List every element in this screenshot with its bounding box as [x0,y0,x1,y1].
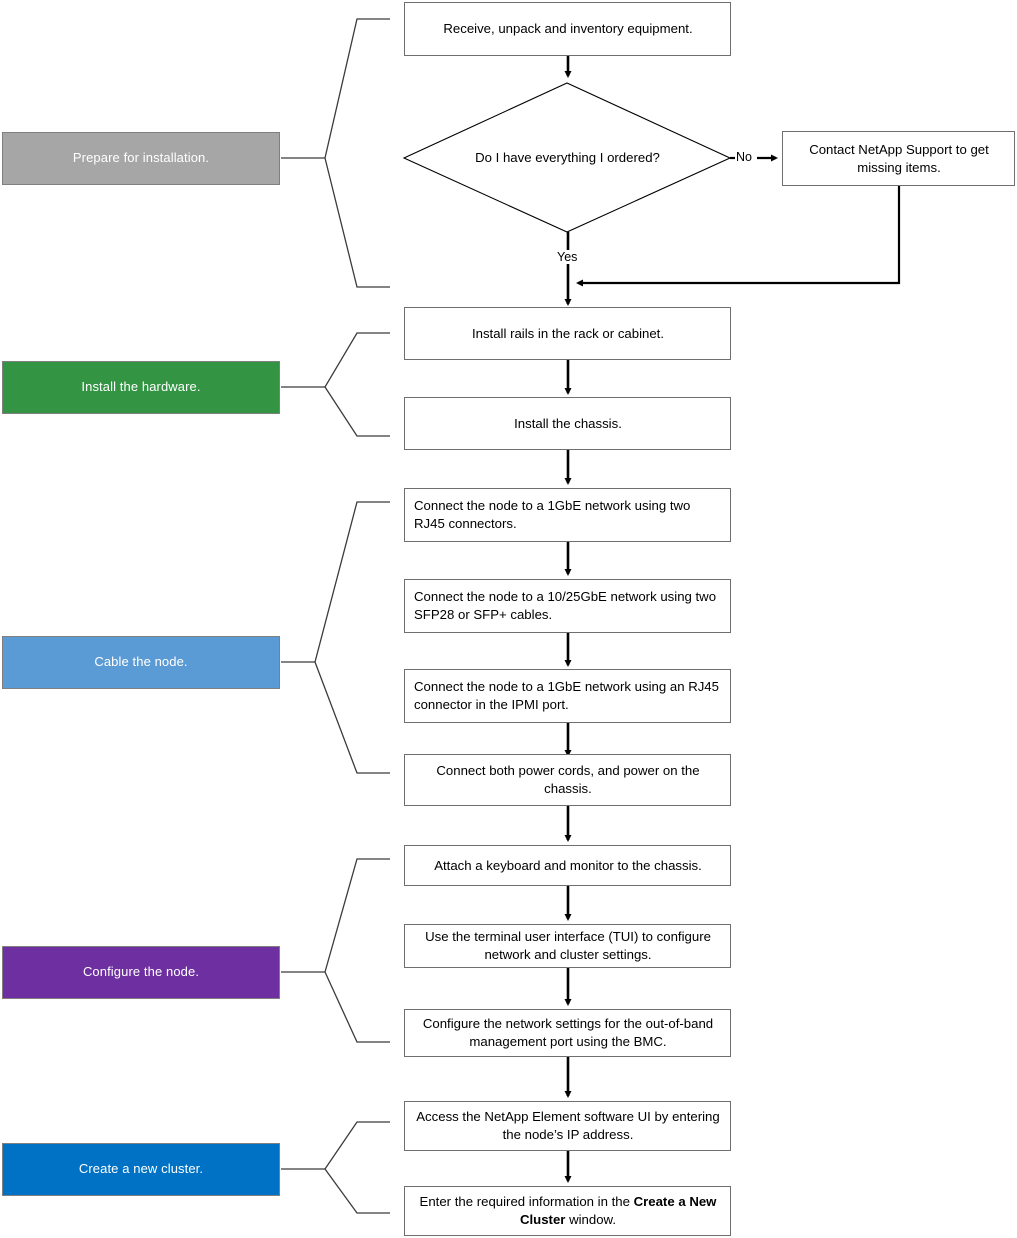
decision-do-i-have-everything[interactable]: Do I have everything I ordered? [404,83,731,232]
stage-configure-the-node[interactable]: Configure the node. [2,946,280,999]
step-receive-unpack-inventory[interactable]: Receive, unpack and inventory equipment. [404,2,731,56]
step-label: Install the chassis. [514,415,622,431]
step-label: Install rails in the rack or cabinet. [471,325,665,341]
stage-create-a-new-cluster[interactable]: Create a new cluster. [2,1143,280,1196]
bracket-install [281,332,390,437]
stage-label: Configure the node. [82,964,200,980]
step-label: Configure the network settings for the o… [422,1016,714,1049]
stage-label: Create a new cluster. [78,1161,204,1177]
step-label: Connect the node to a 1GbE network using… [414,498,691,531]
step-attach-keyboard-monitor[interactable]: Attach a keyboard and monitor to the cha… [404,845,731,886]
stage-label: Cable the node. [94,654,188,670]
step-label: Access the NetApp Element software UI by… [416,1109,720,1142]
edge-label-yes-text: Yes [557,250,578,264]
stage-install-the-hardware[interactable]: Install the hardware. [2,361,280,414]
edge-label-no-text: No [736,150,752,164]
step-label-bold: Create a New Cluster [519,1194,717,1227]
decision-label: Do I have everything I ordered? [475,150,660,165]
step-install-chassis[interactable]: Install the chassis. [404,397,731,450]
stage-label: Prepare for installation. [72,150,210,166]
bracket-cable [281,501,390,774]
step-label: Contact NetApp Support to get missing it… [809,141,989,175]
step-label: Connect the node to a 10/25GbE network u… [414,589,717,622]
step-label: Use the terminal user interface (TUI) to… [425,929,711,962]
step-access-element-ui[interactable]: Access the NetApp Element software UI by… [404,1101,731,1151]
stage-prepare-for-installation[interactable]: Prepare for installation. [2,132,280,185]
step-install-rails[interactable]: Install rails in the rack or cabinet. [404,307,731,360]
step-connect-power-cords[interactable]: Connect both power cords, and power on t… [404,754,731,806]
step-connect-1gbe-rj45[interactable]: Connect the node to a 1GbE network using… [404,488,731,542]
step-label-suffix: window. [565,1212,617,1227]
bracket-cluster [281,1121,390,1214]
bracket-configure [281,858,390,1043]
step-connect-10-25gbe-sfp[interactable]: Connect the node to a 10/25GbE network u… [404,579,731,633]
edge-label-yes: Yes [556,250,579,264]
step-label: Attach a keyboard and monitor to the cha… [434,857,702,873]
step-enter-new-cluster-info[interactable]: Enter the required information in the Cr… [404,1186,731,1236]
stage-cable-the-node[interactable]: Cable the node. [2,636,280,689]
stage-label: Install the hardware. [81,379,201,395]
step-connect-ipmi-port[interactable]: Connect the node to a 1GbE network using… [404,669,731,723]
edge-label-no: No [735,150,753,164]
step-label: Connect both power cords, and power on t… [436,763,700,796]
step-contact-netapp-support[interactable]: Contact NetApp Support to get missing it… [782,131,1015,186]
step-label-composed: Enter the required information in the Cr… [414,1193,722,1229]
bracket-prepare [281,18,390,288]
step-configure-bmc[interactable]: Configure the network settings for the o… [404,1009,731,1057]
step-label: Connect the node to a 1GbE network using… [414,679,719,712]
step-label-prefix: Enter the required information in the [419,1194,634,1210]
step-label: Receive, unpack and inventory equipment. [443,21,693,37]
step-use-tui[interactable]: Use the terminal user interface (TUI) to… [404,924,731,968]
